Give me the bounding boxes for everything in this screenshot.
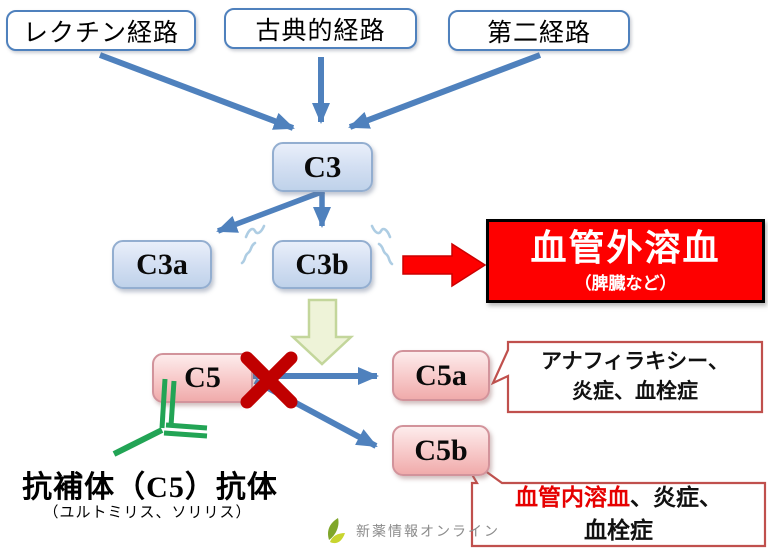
c5b-callout-highlight: 血管内溶血 [515,483,630,510]
node-c3b: C3b [272,240,372,289]
node-c3a-label: C3a [136,247,188,281]
c5a-callout-line1: アナフィラキシー、 [541,349,729,373]
c5b-callout-line2: 血栓症 [584,517,653,543]
alternative-pathway-box: 第二経路 [448,10,630,51]
node-c3b-label: C3b [295,247,349,281]
c5a-callout-bubble [490,340,764,414]
anti-c5-antibody-label: 抗補体（C5）抗体 [22,471,278,504]
arrow-c5-to-c5b [253,378,378,449]
c5b-callout-rest: 、炎症、 [630,483,722,510]
extravascular-hemolysis-title: 血管外溶血 [530,226,721,268]
node-c5b: C5b [392,425,490,476]
site-logo: 新薬情報オンライン [324,516,500,546]
c5a-callout-line2: 炎症、血栓症 [572,380,698,403]
node-c5-label: C5 [184,361,221,394]
extravascular-hemolysis-box: 血管外溶血 （脾臓など） [486,219,765,303]
alternative-pathway-label: 第二経路 [486,18,591,47]
lectin-pathway-box: レクチン経路 [6,10,196,51]
node-c3: C3 [272,142,373,192]
classical-pathway-label: 古典的経路 [255,16,386,45]
node-c3-label: C3 [303,149,342,184]
lectin-pathway-label: レクチン経路 [22,18,179,47]
site-logo-text: 新薬情報オンライン [356,523,500,539]
classical-pathway-box: 古典的経路 [224,8,417,49]
node-c5: C5 [152,353,253,403]
node-c3a: C3a [112,240,212,289]
c5b-callout-text: 血管内溶血、炎症、 血栓症 [474,483,763,543]
c5b-callout-bubble [458,451,767,548]
node-c5a-label: C5a [415,358,467,392]
arrow-alternative-to-c3 [348,52,542,130]
block-arrow-right-icon [402,242,487,288]
c5a-callout-text: アナフィラキシー、 炎症、血栓症 [510,345,760,409]
squiggle-marks-icon [240,224,394,266]
leaf-logo-icon [328,518,345,544]
block-arrow-down-icon [289,298,355,366]
node-c5a: C5a [392,350,490,401]
extravascular-hemolysis-subtitle: （脾臓など） [574,274,677,294]
node-c5b-label: C5b [414,433,468,467]
arrow-c3-to-c3a [216,188,325,234]
anti-c5-antibody-brands: （ユルトミリス、ソリリス） [43,504,252,521]
arrow-lectin-to-c3 [98,52,295,131]
